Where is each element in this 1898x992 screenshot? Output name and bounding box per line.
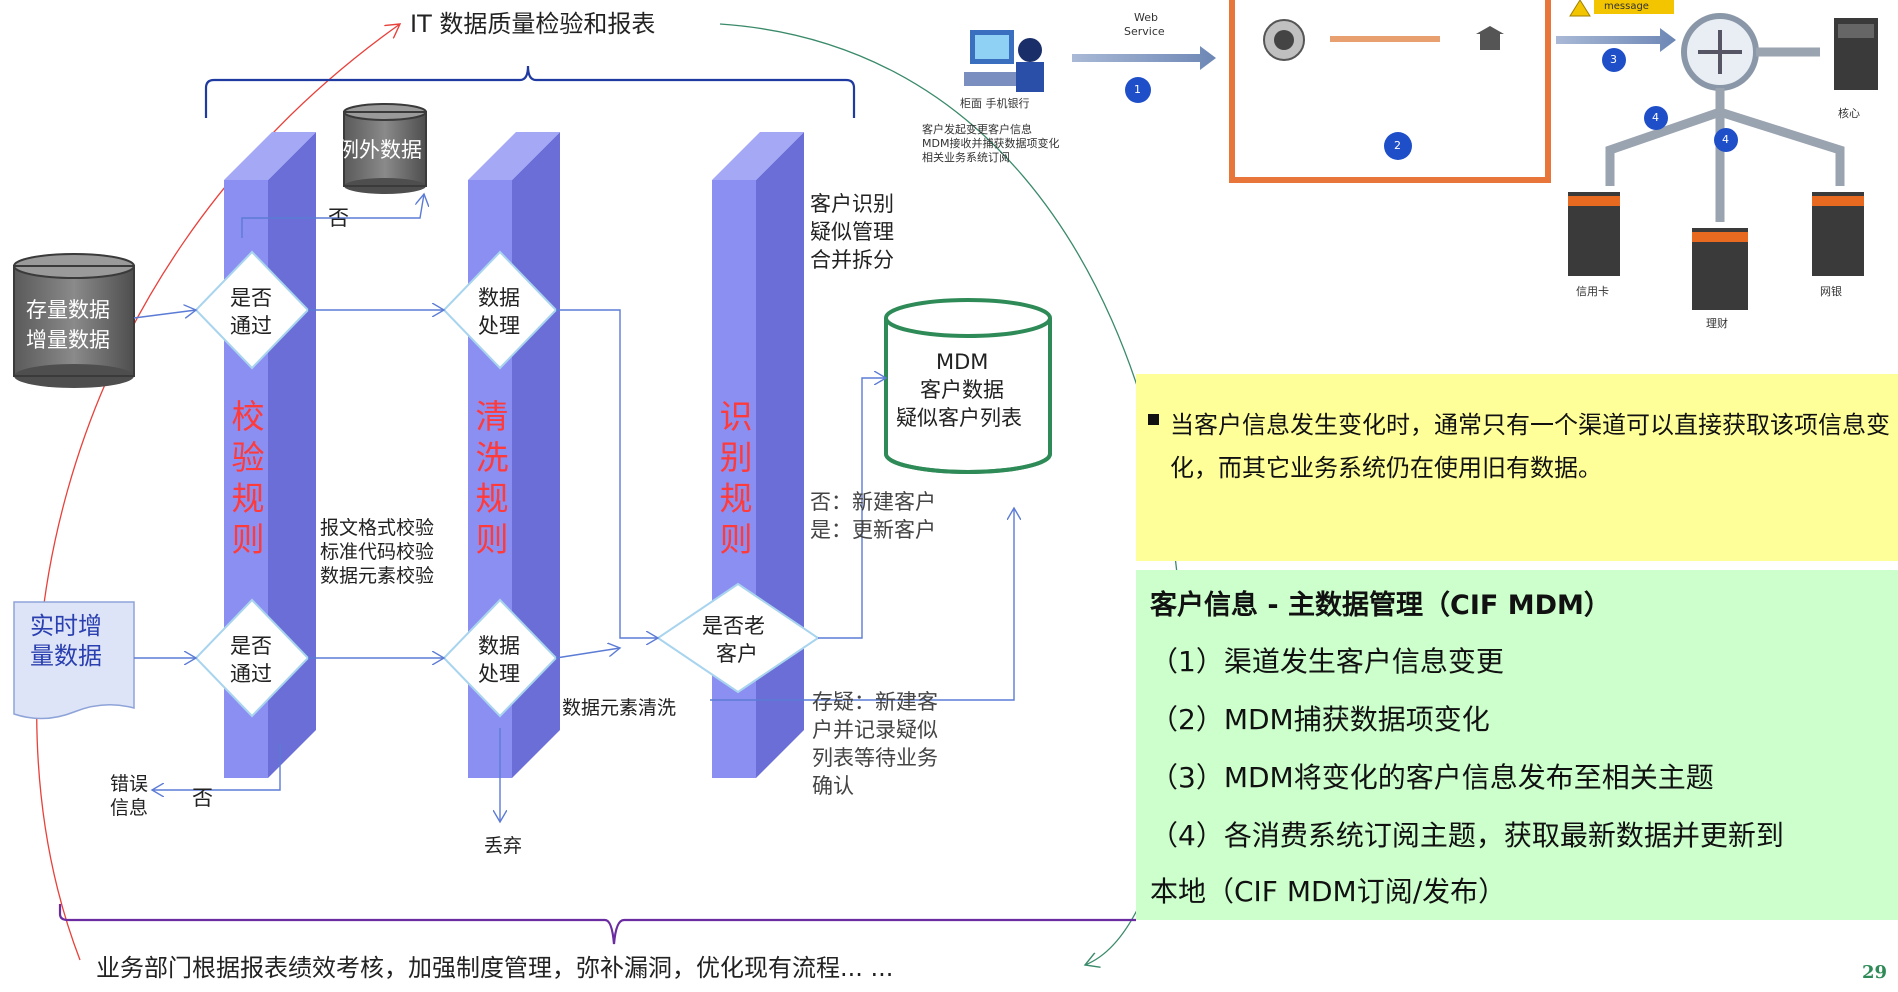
error-info-label-2: 信息	[110, 797, 149, 819]
identify-note-2: 疑似管理	[810, 220, 894, 244]
step-4b-label: 4	[1722, 133, 1729, 146]
validate-rule-3: 数据元素校验	[320, 565, 435, 587]
process-top-label-1: 数据	[478, 286, 520, 310]
error-info-label-1: 错误	[110, 773, 149, 795]
arrow-suspect-to-mdm	[710, 508, 1014, 701]
pass-bottom-label-2: 通过	[230, 662, 272, 686]
realtime-label-2: 量数据	[30, 642, 102, 670]
web-service-arrow	[1072, 46, 1216, 70]
arrow-stock-to-pass	[133, 310, 196, 319]
process-bottom-diamond	[442, 598, 558, 718]
pass-bottom-label-1: 是否	[230, 634, 272, 658]
identify-note-3: 合并拆分	[810, 248, 894, 272]
mdm-label-1: MDM	[936, 350, 989, 374]
pass-bottom-diamond	[194, 598, 310, 718]
validate-rule-2: 标准代码校验	[320, 541, 435, 563]
process-top-label-2: 处理	[478, 314, 520, 338]
pass-top-label-1: 是否	[230, 286, 272, 310]
mdm-db	[884, 298, 1052, 474]
suspect-label-3: 列表等待业务	[812, 746, 938, 770]
step-2-badge	[1384, 132, 1412, 160]
small-note-1: 客户发起变更客户信息	[922, 123, 1032, 136]
new-customer-label: 否：新建客户	[810, 490, 936, 514]
step-3-label: 3	[1610, 53, 1617, 66]
cif-step-4-cont: 本地（CIF MDM订阅/发布）	[1150, 875, 1507, 908]
process-top-diamond	[442, 250, 558, 370]
top-title: IT 数据质量检验和报表	[410, 10, 656, 38]
element-cleanse-label: 数据元素清洗	[562, 697, 677, 719]
validate-rules-title: 校验规则	[231, 397, 265, 559]
consumer-label-ebank: 网银	[1820, 285, 1842, 298]
cif-step-4: （4）各消费系统订阅主题，获取最新数据并更新到	[1150, 819, 1784, 852]
realtime-label-1: 实时增	[30, 612, 102, 640]
cif-mdm-title: 客户信息 - 主数据管理（CIF MDM）	[1150, 590, 1611, 621]
update-customer-label: 是：更新客户	[810, 518, 936, 542]
arrow-pass2-to-error	[152, 744, 281, 790]
identify-note-1: 客户识别	[810, 192, 894, 216]
cif-mdm-box	[1136, 570, 1898, 920]
page-number: 29	[1862, 962, 1888, 983]
mdm-label-3: 疑似客户列表	[896, 406, 1022, 430]
suspect-label-4: 确认	[812, 774, 854, 798]
message-label: message	[1604, 1, 1649, 12]
stock-db-label-2: 增量数据	[26, 328, 110, 352]
cif-step-2: （2）MDM捕获数据项变化	[1150, 703, 1490, 736]
consumer-label-core: 核心	[1838, 107, 1860, 120]
suspect-label-2: 户并记录疑似	[812, 718, 938, 742]
old-customer-label-2: 客户	[716, 642, 758, 666]
small-note-2: MDM接收并捕获数据项变化	[922, 137, 1060, 150]
old-customer-diamond	[656, 582, 820, 694]
step-4a-label: 4	[1652, 111, 1659, 124]
message-arrow	[1556, 28, 1676, 52]
pass-top-label-2: 通过	[230, 314, 272, 338]
bottom-brace	[58, 904, 1136, 945]
step-3-badge	[1602, 48, 1626, 72]
no-top-label: 否	[328, 206, 349, 230]
step-1-badge	[1125, 77, 1151, 103]
process-bottom-label-1: 数据	[478, 634, 520, 658]
arrow-old-to-mdm	[818, 378, 886, 639]
step-4b-badge	[1714, 128, 1738, 152]
info-box	[1136, 374, 1898, 561]
suspect-label-1: 存疑：新建客	[812, 690, 938, 714]
mdm-label-2: 客户数据	[920, 378, 1004, 402]
pass-top-diamond	[194, 250, 310, 370]
info-text: 当客户信息发生变化时，通常只有一个渠道可以直接获取该项信息变化，而其它业务系统仍…	[1170, 411, 1890, 482]
process-bottom-label-2: 处理	[478, 662, 520, 686]
realtime-doc	[13, 601, 135, 720]
old-customer-label-1: 是否老	[702, 614, 765, 638]
arrow-process2-to-old	[555, 648, 620, 659]
arrow-process-to-old	[556, 309, 658, 638]
consumer-label-card: 信用卡	[1576, 285, 1609, 298]
exception-db	[343, 103, 427, 194]
step-4a-badge	[1644, 106, 1668, 130]
small-note-3: 相关业务系统订阅	[922, 151, 1010, 164]
step-2-label: 2	[1394, 139, 1401, 152]
consumer-label-wealth: 理财	[1706, 317, 1728, 330]
no-bottom-label: 否	[192, 786, 213, 810]
arrow-pass-to-exception	[241, 194, 424, 238]
bottom-text: 业务部门根据报表绩效考核，加强制度管理，弥补漏洞，优化现有流程... ...	[96, 954, 894, 982]
channel-caption: 柜面 手机银行	[960, 97, 1030, 110]
info-bullet-icon	[1148, 414, 1159, 425]
exception-db-label: 例外数据	[338, 138, 422, 162]
step-1-label: 1	[1134, 83, 1141, 96]
validate-rule-1: 报文格式校验	[320, 517, 435, 539]
warning-icon	[1569, 0, 1591, 17]
cif-step-1: （1）渠道发生客户信息变更	[1150, 645, 1504, 678]
top-brace	[204, 65, 856, 118]
mdm-orange-box	[1229, 0, 1551, 183]
cleanse-rules-title: 清洗规则	[475, 397, 509, 559]
cif-step-3: （3）MDM将变化的客户信息发布至相关主题	[1150, 761, 1714, 794]
web-service-label-1: Web	[1134, 11, 1158, 24]
stock-db	[13, 253, 135, 388]
identify-rules-title: 识别规则	[719, 397, 753, 559]
stock-db-label-1: 存量数据	[26, 298, 110, 322]
web-service-label-2: Service	[1124, 25, 1165, 38]
discard-label: 丢弃	[484, 835, 523, 857]
top-right-illustration	[964, 0, 1878, 310]
